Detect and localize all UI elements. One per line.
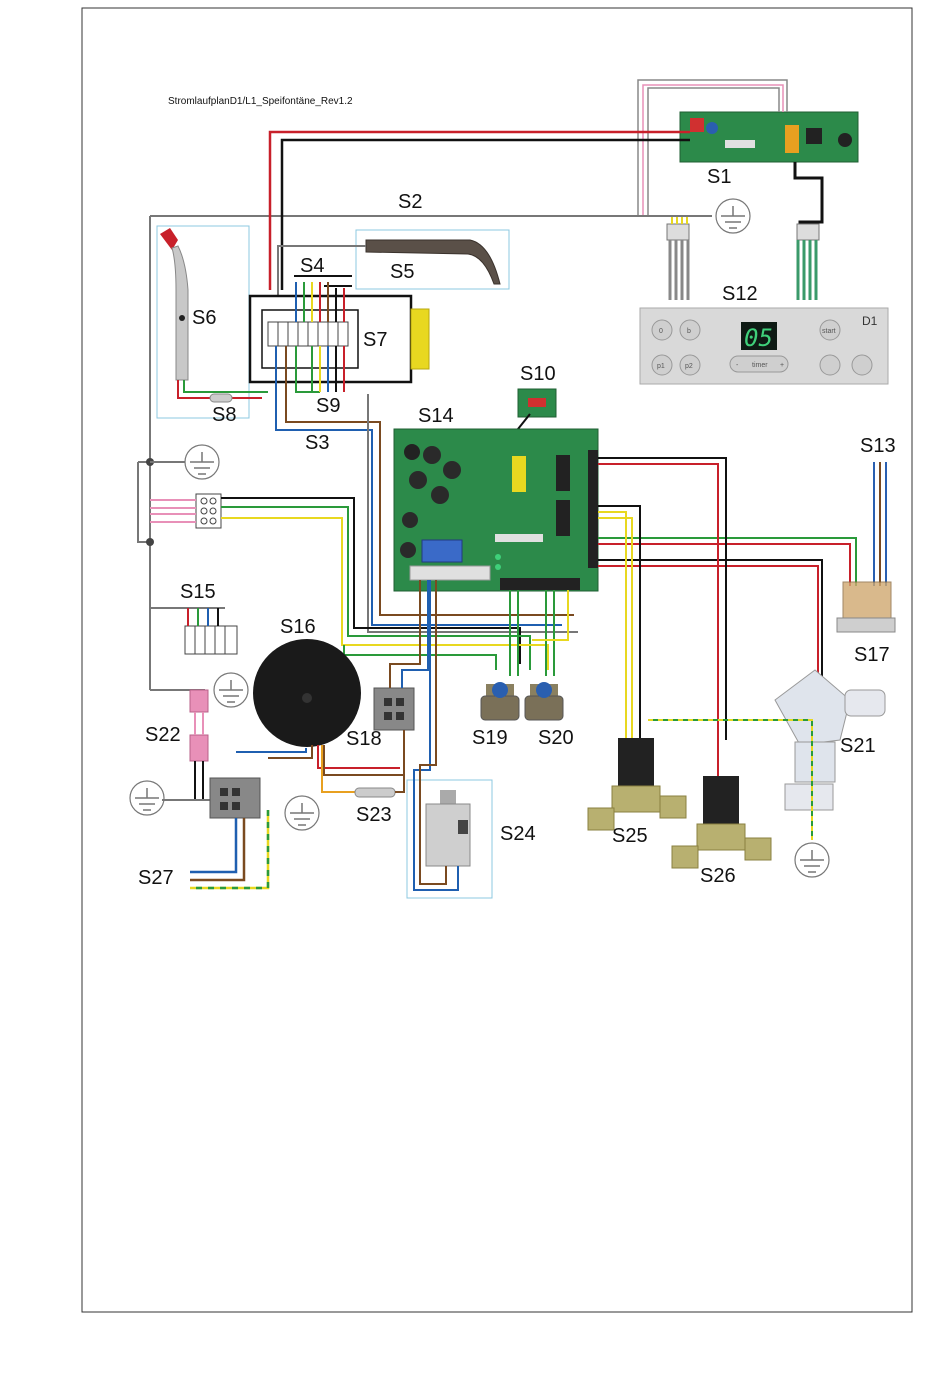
label-s27: S27	[138, 867, 174, 889]
label-s8: S8	[212, 404, 236, 426]
label-s2: S2	[398, 191, 422, 213]
fuse-s8	[210, 394, 232, 402]
label-s25: S25	[612, 825, 648, 847]
solenoid-valve-s25	[588, 738, 686, 830]
label-s9: S9	[316, 395, 340, 417]
label-s12: S12	[722, 283, 758, 305]
label-s6: S6	[192, 307, 216, 329]
diagram-title: StromlaufplanD1/L1_Speifontäne_Rev1.2	[168, 96, 353, 107]
label-s7: S7	[363, 329, 387, 351]
ground-icon	[795, 843, 829, 877]
svg-text:b: b	[687, 328, 691, 335]
svg-text:0: 0	[659, 328, 663, 335]
label-s19: S19	[472, 727, 508, 749]
housing-tab	[411, 309, 429, 369]
label-s23: S23	[356, 804, 392, 826]
sensor-s20	[525, 682, 563, 720]
connector-s18	[374, 688, 414, 730]
ground-icon	[185, 445, 219, 479]
handpiece-s6	[160, 228, 188, 380]
display-panel-s12: D1 05 0 b p1 p2 - timer + start	[640, 308, 888, 384]
solenoid-valve-s26	[672, 776, 771, 868]
instrument-s5	[366, 240, 500, 284]
label-s4: S4	[300, 255, 324, 277]
connector-block	[196, 494, 221, 528]
svg-text:start: start	[822, 328, 836, 335]
connector-s27-block	[210, 778, 260, 818]
key-cup-2[interactable]	[852, 355, 872, 375]
key-cup[interactable]	[820, 355, 840, 375]
label-s17: S17	[854, 644, 890, 666]
svg-text:timer: timer	[752, 362, 768, 369]
label-s13: S13	[860, 435, 896, 457]
relay-s17	[837, 582, 895, 632]
label-s20: S20	[538, 727, 574, 749]
label-s18: S18	[346, 728, 382, 750]
svg-text:p2: p2	[685, 363, 693, 370]
terminal-strip-s15	[185, 626, 237, 654]
ground-icon	[130, 781, 164, 815]
label-s5: S5	[390, 261, 414, 283]
label-s10: S10	[520, 363, 556, 385]
label-s3: S3	[305, 432, 329, 454]
ground-icon	[214, 673, 248, 707]
label-s22: S22	[145, 724, 181, 746]
label-s15: S15	[180, 581, 216, 603]
pump-s24	[426, 790, 470, 866]
connector-s22	[190, 690, 208, 712]
ground-icon	[285, 796, 319, 830]
panel-tag: D1	[862, 314, 878, 328]
label-s1: S1	[707, 166, 731, 188]
seven-segment-display: 05	[744, 324, 773, 352]
control-board-s1	[680, 112, 858, 162]
svg-text:p1: p1	[657, 363, 665, 370]
label-s16: S16	[280, 616, 316, 638]
main-board-s14	[394, 429, 598, 591]
sensor-s19	[481, 682, 519, 720]
label-s14: S14	[418, 405, 454, 427]
ground-icon	[716, 199, 750, 233]
label-s21: S21	[840, 735, 876, 757]
label-s24: S24	[500, 823, 536, 845]
terminal-screws	[268, 322, 348, 346]
label-s26: S26	[700, 865, 736, 887]
fuse-s23	[355, 788, 395, 797]
svg-text:+: +	[780, 362, 784, 369]
